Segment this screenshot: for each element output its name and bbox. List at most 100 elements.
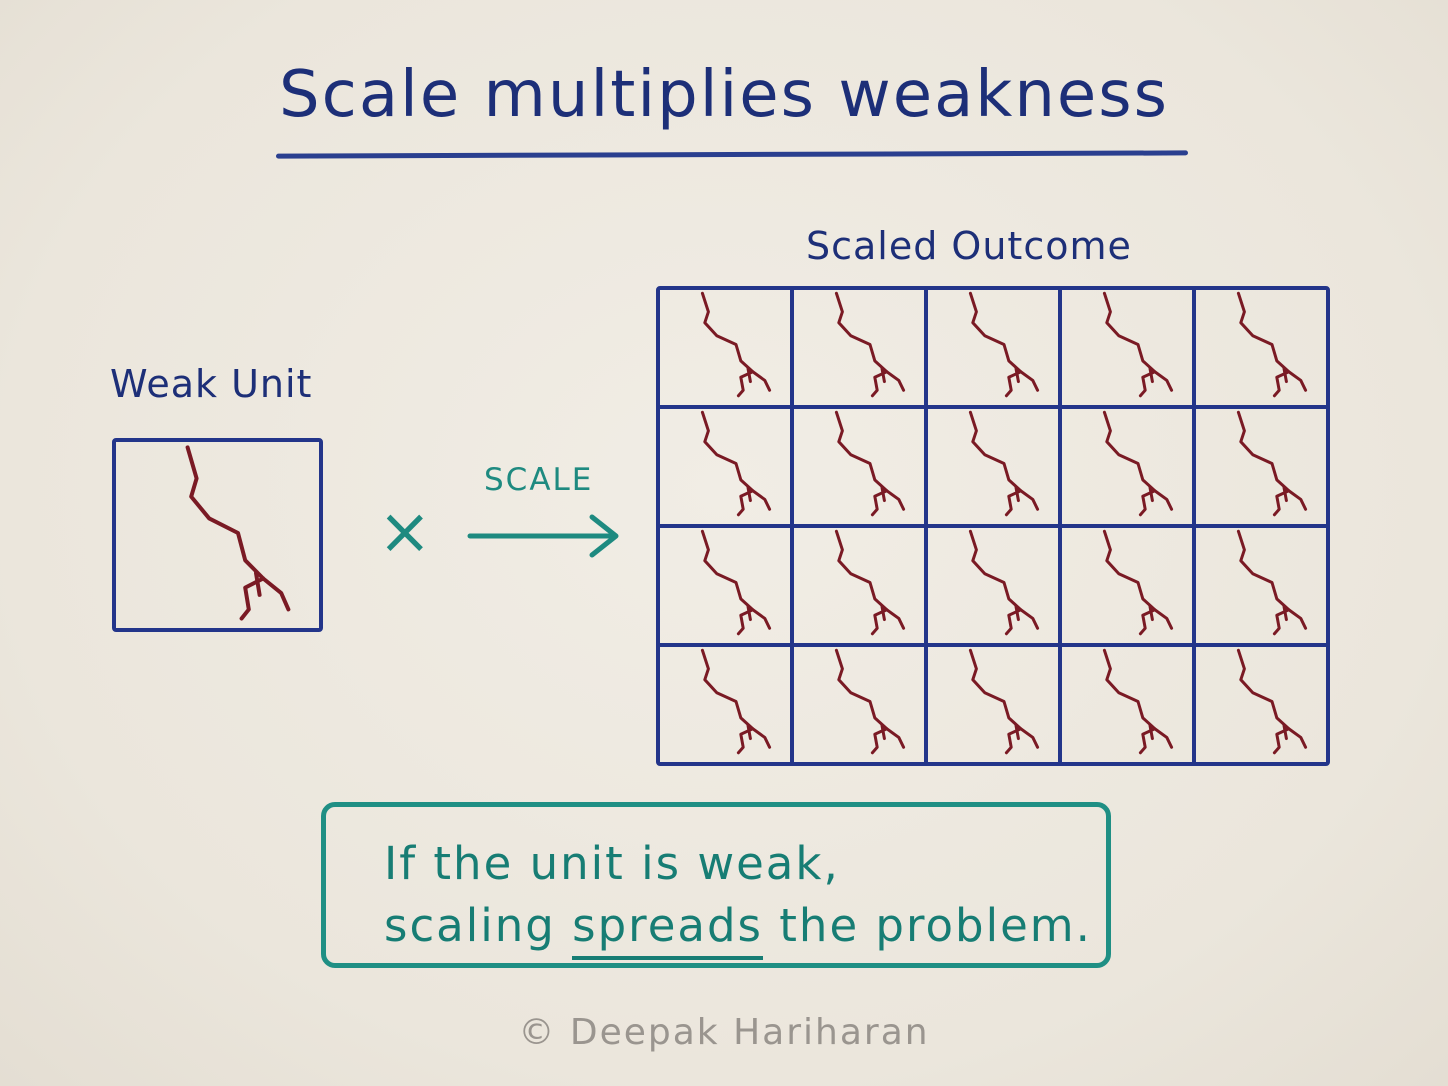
cell-crack-segment xyxy=(1282,366,1288,384)
grid-cell-crack xyxy=(1236,410,1308,517)
grid-cell-crack xyxy=(834,410,906,517)
cell-crack-segment xyxy=(1138,489,1157,517)
grid-cell-crack xyxy=(834,291,906,398)
grid-cell-crack xyxy=(1102,648,1174,755)
cell-crack-segment xyxy=(746,485,752,503)
cell-crack-segment xyxy=(1282,604,1288,622)
copyright-credit: © Deepak Hariharan xyxy=(518,1012,930,1053)
cell-crack-segment xyxy=(1014,366,1020,384)
cell-crack-segment xyxy=(880,485,886,503)
cell-crack-segment xyxy=(746,366,752,384)
cell-crack-segment xyxy=(834,529,906,630)
cell-crack-segment xyxy=(1282,723,1288,741)
grid-cell-crack xyxy=(700,529,772,636)
scaled-outcome-grid xyxy=(656,286,1330,766)
cell-crack-segment xyxy=(880,366,886,384)
grid-cell-crack xyxy=(700,291,772,398)
cell-crack-segment xyxy=(1272,489,1291,517)
cell-crack-segment xyxy=(700,529,772,630)
cell-crack-segment xyxy=(968,529,1040,630)
cell-crack-segment xyxy=(736,489,755,517)
cell-crack-segment xyxy=(1004,370,1023,398)
message-scaling: scaling xyxy=(384,899,556,952)
cell-crack-segment xyxy=(700,648,772,749)
cell-crack-segment xyxy=(1272,608,1291,636)
multiply-symbol: × xyxy=(378,495,432,569)
cell-crack-segment xyxy=(870,608,889,636)
cell-crack-segment xyxy=(1102,648,1174,749)
scaled-outcome-label: Scaled Outcome xyxy=(806,224,1132,268)
cell-crack-segment xyxy=(1138,727,1157,755)
cell-crack-segment xyxy=(834,291,906,392)
cell-crack-segment xyxy=(870,727,889,755)
cell-crack-segment xyxy=(1236,529,1308,630)
cell-crack-segment xyxy=(1138,608,1157,636)
grid-cell-crack xyxy=(1236,648,1308,755)
grid-cell-crack xyxy=(1236,291,1308,398)
cell-crack-segment xyxy=(1004,489,1023,517)
grid-cell-crack xyxy=(968,291,1040,398)
grid-cell-crack xyxy=(968,648,1040,755)
weak-unit-crack-segment xyxy=(239,576,266,621)
weak-unit-label: Weak Unit xyxy=(110,362,313,406)
cell-crack-segment xyxy=(968,648,1040,749)
grid-cell-crack xyxy=(968,529,1040,636)
weak-unit-crack-segment xyxy=(254,571,262,597)
message-the-problem: the problem. xyxy=(779,899,1092,952)
page-title: Scale multiplies weakness xyxy=(279,58,1169,132)
scale-label: SCALE xyxy=(484,462,594,498)
weak-unit-box xyxy=(112,438,323,632)
message-spreads-emphasis: spreads xyxy=(572,899,763,960)
message-box: If the unit is weak, scaling spreads the… xyxy=(321,802,1111,968)
cell-crack-segment xyxy=(1236,648,1308,749)
cell-crack-segment xyxy=(736,370,755,398)
cell-crack-segment xyxy=(870,489,889,517)
cell-crack-segment xyxy=(736,608,755,636)
cell-crack-segment xyxy=(1272,727,1291,755)
cell-crack-segment xyxy=(1148,723,1154,741)
grid-cell-crack xyxy=(700,410,772,517)
cell-crack-segment xyxy=(1236,410,1308,511)
cell-crack-segment xyxy=(1102,410,1174,511)
cell-crack-segment xyxy=(834,410,906,511)
grid-cell-crack xyxy=(834,529,906,636)
cell-crack-segment xyxy=(1102,291,1174,392)
grid-cell-crack xyxy=(1236,529,1308,636)
cell-crack-segment xyxy=(1148,366,1154,384)
cell-crack-segment xyxy=(1014,604,1020,622)
cell-crack-segment xyxy=(1236,291,1308,392)
cell-crack-segment xyxy=(1138,370,1157,398)
cell-crack-segment xyxy=(746,723,752,741)
cell-crack-segment xyxy=(968,291,1040,392)
cell-crack-segment xyxy=(968,410,1040,511)
message-line-1: If the unit is weak, xyxy=(384,837,840,890)
grid-cell-crack xyxy=(1102,410,1174,517)
cell-crack-segment xyxy=(1148,485,1154,503)
cell-crack-segment xyxy=(1272,370,1291,398)
cell-crack-segment xyxy=(746,604,752,622)
grid-cell-crack xyxy=(834,648,906,755)
weak-unit-crack xyxy=(185,445,291,621)
cell-crack-segment xyxy=(870,370,889,398)
grid-cell-crack xyxy=(968,410,1040,517)
cell-crack-segment xyxy=(1014,723,1020,741)
cell-crack-segment xyxy=(700,410,772,511)
cell-crack-segment xyxy=(736,727,755,755)
scale-arrow xyxy=(467,514,619,558)
cell-crack-segment xyxy=(1004,727,1023,755)
cell-crack-segment xyxy=(880,723,886,741)
grid-cell-crack xyxy=(700,648,772,755)
cell-crack-segment xyxy=(1004,608,1023,636)
grid-cell-crack xyxy=(1102,529,1174,636)
weak-unit-crack-segment xyxy=(185,445,291,612)
cell-crack-segment xyxy=(1102,529,1174,630)
grid-cell-crack xyxy=(1102,291,1174,398)
cell-crack-segment xyxy=(834,648,906,749)
message-line-2: scaling spreads the problem. xyxy=(384,899,1092,960)
cell-crack-segment xyxy=(700,291,772,392)
cell-crack-segment xyxy=(1282,485,1288,503)
cell-crack-segment xyxy=(1148,604,1154,622)
cell-crack-segment xyxy=(1014,485,1020,503)
cell-crack-segment xyxy=(880,604,886,622)
